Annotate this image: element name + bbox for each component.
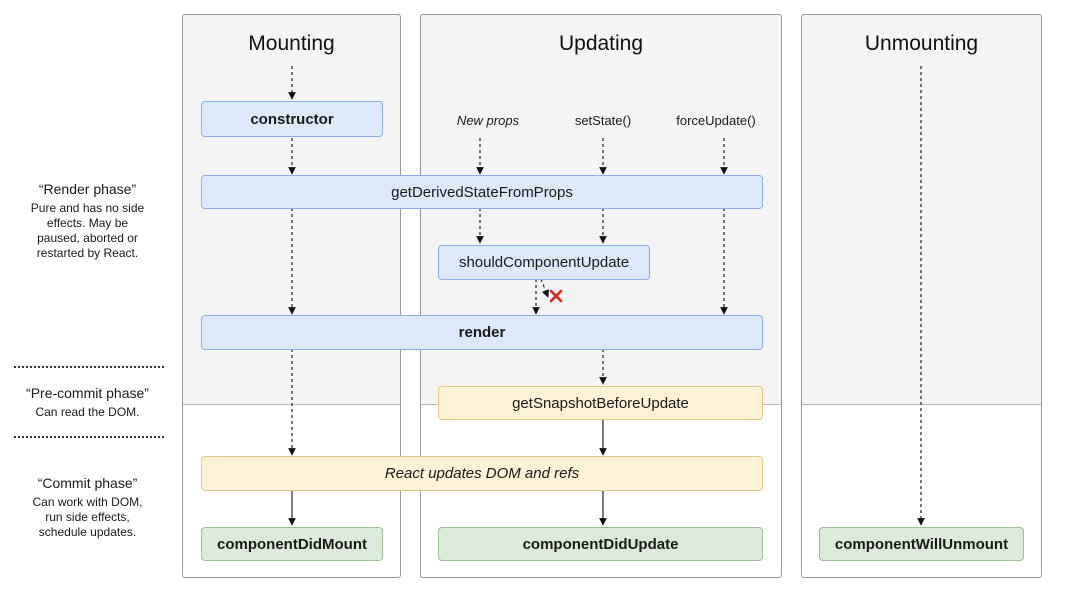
mounting-column: Mounting xyxy=(182,14,401,578)
node-should-component-update: shouldComponentUpdate xyxy=(438,245,650,280)
node-component-will-unmount: componentWillUnmount xyxy=(819,527,1024,561)
render-phase-desc-line: paused, aborted or xyxy=(37,231,138,245)
commit-phase-desc: Can work with DOM, run side effects, sch… xyxy=(10,495,165,540)
node-component-did-update: componentDidUpdate xyxy=(438,527,763,561)
render-phase-title: “Render phase” xyxy=(38,181,137,197)
commit-phase-label: “Commit phase” Can work with DOM, run si… xyxy=(10,475,165,540)
node-constructor: constructor xyxy=(201,101,383,137)
node-get-snapshot-before-update: getSnapshotBeforeUpdate xyxy=(438,386,763,420)
render-phase-desc: Pure and has no side effects. May be pau… xyxy=(10,201,165,261)
commit-phase-desc-line: run side effects, xyxy=(45,510,130,524)
commit-phase-desc-line: Can work with DOM, xyxy=(32,495,143,509)
updating-title: Updating xyxy=(558,32,644,55)
source-force-update: forceUpdate() xyxy=(676,113,756,128)
render-phase-label: “Render phase” Pure and has no side effe… xyxy=(10,181,165,261)
source-new-props: New props xyxy=(456,113,520,128)
node-component-did-mount: componentDidMount xyxy=(201,527,383,561)
precommit-phase-title: “Pre-commit phase” xyxy=(26,385,149,401)
node-render: render xyxy=(201,315,763,350)
node-get-derived-state-from-props: getDerivedStateFromProps xyxy=(201,175,763,209)
phase-divider xyxy=(183,404,400,405)
phase-separator xyxy=(14,436,164,438)
render-phase-desc-line: Pure and has no side xyxy=(30,201,145,215)
render-phase-desc-line: restarted by React. xyxy=(36,246,139,260)
commit-phase-desc-line: schedule updates. xyxy=(38,525,137,539)
commit-phase-title: “Commit phase” xyxy=(37,475,138,491)
precommit-phase-label: “Pre-commit phase” Can read the DOM. xyxy=(10,385,165,420)
unmounting-column: Unmounting xyxy=(801,14,1042,578)
updating-column: Updating xyxy=(420,14,782,578)
precommit-phase-desc-line: Can read the DOM. xyxy=(35,405,140,419)
render-phase-desc-line: effects. May be xyxy=(46,216,129,230)
phase-separator xyxy=(14,366,164,368)
phase-divider xyxy=(802,404,1041,405)
mounting-title: Mounting xyxy=(248,32,335,55)
node-react-updates-dom: React updates DOM and refs xyxy=(201,456,763,491)
precommit-phase-desc: Can read the DOM. xyxy=(10,405,165,420)
source-set-state: setState() xyxy=(574,113,632,128)
unmounting-title: Unmounting xyxy=(864,32,979,55)
